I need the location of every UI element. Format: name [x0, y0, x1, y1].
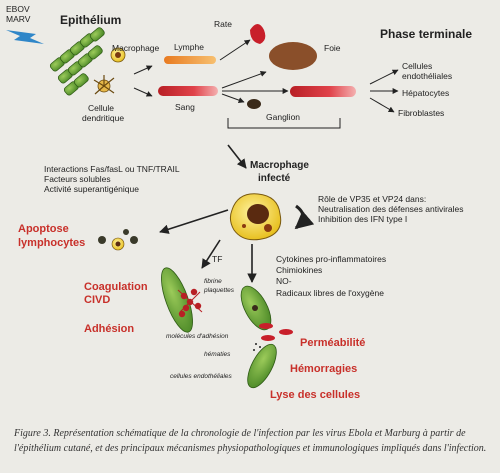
coagulation-label: Coagulation [84, 281, 148, 293]
virus-label-ebov: EBOV [6, 4, 30, 14]
epithelium-title: Epithélium [60, 13, 121, 27]
infected-macrophage-title-2: infecté [258, 173, 291, 184]
spleen-icon [250, 24, 266, 44]
apoptosis-label-2: lymphocytes [18, 237, 85, 249]
tf-label: TF [212, 254, 222, 264]
cytokines-2: Chimiokines [276, 265, 322, 275]
blood-vessel-icon [158, 86, 218, 96]
vp-role-3: Inhibition des IFN type I [318, 214, 407, 224]
mechanism-3: Activité superantigénique [44, 184, 139, 194]
red-blood-cell-icon [259, 323, 293, 341]
cytokines-1: Cytokines pro-inflammatoires [276, 254, 386, 264]
cytokines-4: Radicaux libres de l'oxygène [276, 288, 384, 298]
civd-label: CIVD [84, 294, 110, 306]
cell-lysis-label: Lyse des cellules [270, 389, 360, 401]
liver-icon [269, 42, 317, 70]
lymph-node-icon [247, 99, 261, 109]
lightning-icon [6, 30, 44, 44]
spleen-label: Rate [214, 19, 232, 29]
mechanism-1: Interactions Fas/fasL ou TNF/TRAIL [44, 164, 180, 174]
arrow-blood-node [221, 93, 245, 103]
adhesion-molecules-label: molécules d'adhésion [166, 333, 229, 340]
epithelium-cells-icon [49, 27, 105, 96]
liver-label: Foie [324, 43, 341, 53]
endothelial-nucleus-icon [252, 305, 258, 311]
apoptosis-label-1: Apoptose [18, 223, 69, 235]
arrow-to-blood [133, 87, 153, 97]
target-hepatocytes: Hépatocytes [402, 88, 449, 98]
endothelial-cells-label: cellules endothéliales [170, 373, 233, 380]
dendritic-label-1: Cellule [88, 103, 114, 113]
arrow-tf [201, 239, 221, 269]
terminal-phase-title: Phase terminale [380, 27, 472, 41]
macrophage-cell-icon [110, 47, 126, 63]
vp-role-2: Neutralisation des défenses antivirales [318, 204, 464, 214]
platelet-icon [177, 288, 203, 318]
target-endothelial-1: Cellules [402, 61, 432, 71]
vp-role-1: Rôle de VP35 et VP24 dans: [318, 194, 426, 204]
dendritic-label-2: dendritique [82, 113, 124, 123]
dendritic-cell-icon [93, 75, 115, 95]
lymphocyte-cells-icon [98, 229, 138, 251]
target-fibroblasts: Fibroblastes [398, 108, 444, 118]
endothelial-cell-icon-3 [247, 343, 277, 389]
terminal-vessel-icon [290, 86, 356, 97]
virus-label-marv: MARV [6, 14, 31, 24]
platelets-label: plaquettes [203, 287, 235, 294]
endothelial-cell-icon [161, 267, 193, 333]
curved-arrow-icon [294, 204, 315, 230]
permeability-label: Perméabilité [300, 337, 365, 349]
arrow-to-apoptosis [159, 209, 229, 234]
lymph-vessel-icon [164, 56, 216, 64]
lymph-node-label: Ganglion [266, 112, 300, 122]
macrophage-label: Macrophage [112, 43, 160, 53]
blood-label: Sang [175, 102, 195, 112]
lymph-label: Lymphe [174, 42, 204, 52]
infected-macrophage-icon [229, 193, 282, 241]
figure-caption: Figure 3. Représentation schématique de … [14, 428, 487, 454]
dots-icon [253, 343, 261, 351]
arrow-to-lymph [133, 65, 153, 75]
arrow-to-infected-macrophage [227, 144, 247, 169]
fibrin-label: fibrine [204, 278, 222, 285]
infected-macrophage-title-1: Macrophage [250, 160, 309, 171]
arrow-lymph-spleen [219, 39, 251, 61]
red-cells-label: hématies [204, 351, 231, 358]
adhesion-label: Adhésion [84, 323, 134, 335]
arrow-blood-liver [221, 71, 267, 89]
mechanism-2: Facteurs solubles [44, 174, 111, 184]
target-endothelial-2: endothéliales [402, 71, 452, 81]
arrow-to-fibroblasts [369, 97, 395, 113]
cytokines-3: NO- [276, 276, 292, 286]
arrow-to-endothelial [369, 69, 399, 85]
hemorrhages-label: Hémorragies [290, 363, 357, 375]
organs-bracket [227, 118, 341, 129]
